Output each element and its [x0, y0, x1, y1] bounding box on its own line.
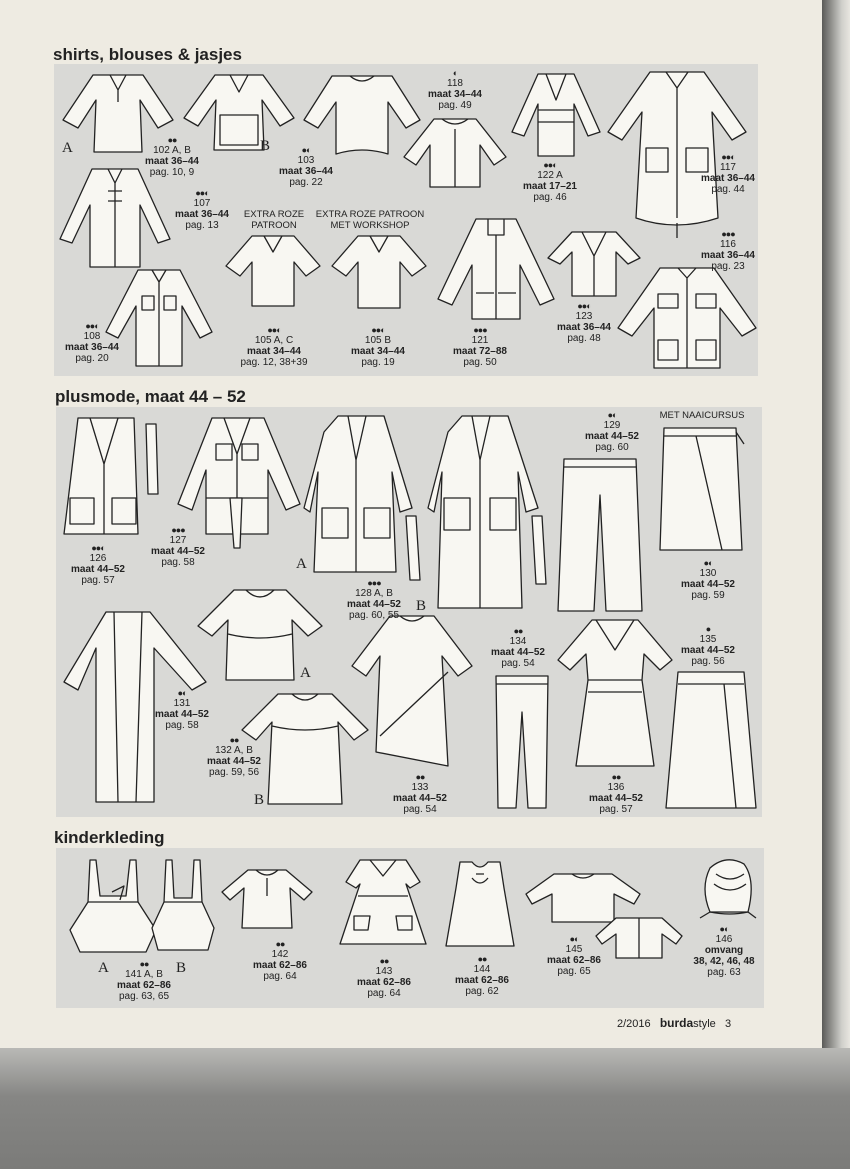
variant-letter-128-b: B: [416, 598, 427, 614]
garment-118: [402, 115, 508, 190]
garment-105ac: [224, 232, 322, 310]
garment-102a: [58, 70, 178, 155]
garment-133: [350, 612, 474, 770]
section-title-plusmode: plusmode, maat 44 – 52: [55, 387, 246, 406]
garment-144: [444, 858, 516, 950]
garment-135: [664, 668, 758, 812]
garment-141b: [150, 856, 216, 956]
garment-123: [546, 228, 642, 300]
section-title-kinderkleding: kinderkleding: [54, 828, 165, 847]
variant-letter-141-b: B: [176, 960, 187, 976]
garment-108: [104, 266, 214, 370]
garment-130: [656, 424, 746, 554]
variant-letter-b: B: [260, 138, 271, 154]
garment-142: [220, 866, 314, 932]
garment-134: [490, 672, 554, 812]
garment-116: [616, 264, 758, 372]
garment-107: [58, 165, 173, 270]
garment-105b: [330, 232, 428, 312]
magazine-page: shirts, blouses & jasjes A B ●●102 A, B: [0, 0, 822, 1048]
variant-letter-128-a: A: [296, 556, 307, 572]
garment-121: [436, 215, 556, 323]
garment-141a: [66, 856, 160, 956]
garment-131: [62, 608, 208, 806]
garment-102b: [180, 70, 298, 155]
garment-129: [556, 455, 644, 615]
variant-letter-132-a: A: [300, 665, 311, 681]
variant-letter-a: A: [62, 140, 73, 156]
issue-number: 2/2016: [617, 1018, 651, 1030]
section-title-shirts: shirts, blouses & jasjes: [53, 45, 242, 64]
note-naaicursus: MET NAAICURSUS: [659, 410, 745, 421]
garment-103: [302, 70, 422, 158]
variant-letter-141-a: A: [98, 960, 109, 976]
variant-letter-132-b: B: [254, 792, 265, 808]
scanner-background: [0, 1048, 850, 1169]
garment-132a: [196, 586, 324, 684]
brand-burda: burda: [659, 1016, 694, 1030]
garment-122a: [510, 70, 602, 160]
garment-128a: [302, 412, 428, 582]
garment-117: [606, 68, 748, 240]
garment-127: [176, 414, 302, 552]
garment-128b: [426, 412, 552, 612]
garment-143: [336, 856, 430, 948]
garment-132b: [240, 690, 370, 808]
page-edge-shadow: [822, 0, 850, 1048]
brand-style: style: [693, 1018, 716, 1030]
page-number: 3: [724, 1018, 732, 1030]
garment-146: [696, 854, 758, 920]
garment-136: [556, 616, 674, 770]
garment-126: [60, 414, 170, 538]
page-footer: 2/2016 burdastyle 3: [617, 1016, 731, 1030]
garment-145b: [594, 914, 684, 962]
